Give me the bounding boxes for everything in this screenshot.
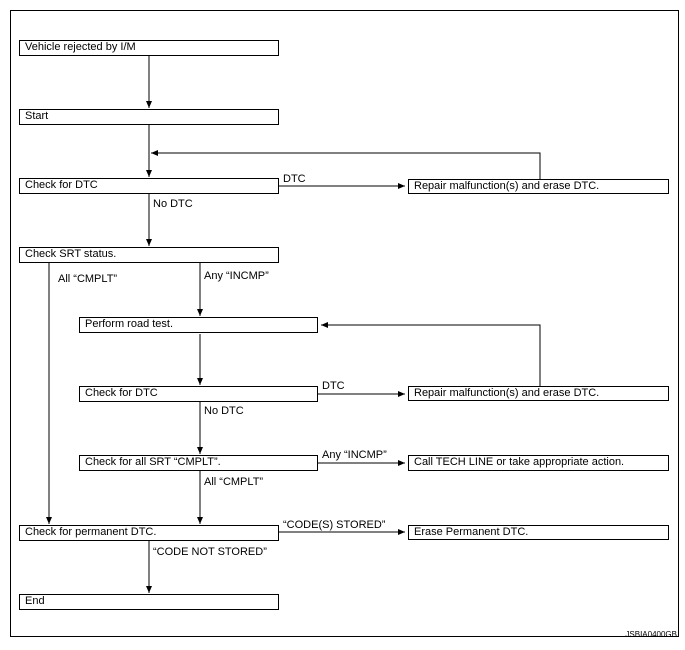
label-dtc-1: DTC [283,173,306,185]
diagram-frame [10,10,679,637]
box-repair-1: Repair malfunction(s) and erase DTC. [408,179,669,194]
box-vehicle-rejected: Vehicle rejected by I/M [19,40,279,56]
arrow-repair-loop-1 [151,150,541,179]
label-any-incmp-1: Any “INCMP” [204,270,269,282]
label-all-cmplt-1: All “CMPLT” [58,273,118,285]
box-road-test: Perform road test. [79,317,318,333]
box-erase-permanent-dtc: Erase Permanent DTC. [408,525,669,540]
box-repair-2: Repair malfunction(s) and erase DTC. [408,386,669,401]
label-code-not-stored: “CODE NOT STORED” [153,546,267,558]
label-any-incmp-2: Any “INCMP” [322,449,387,461]
figure-id: JSBIA0400GB [625,630,677,639]
box-start: Start [19,109,279,125]
label-dtc-2: DTC [322,380,345,392]
box-check-all-srt: Check for all SRT “CMPLT”. [79,455,318,471]
box-end: End [19,594,279,610]
box-check-permanent-dtc: Check for permanent DTC. [19,525,279,541]
label-no-dtc-2: No DTC [204,405,244,417]
label-no-dtc-1: No DTC [153,198,193,210]
label-code-stored: “CODE(S) STORED” [283,519,386,531]
label-all-cmplt-2: All “CMPLT” [204,476,264,488]
box-check-dtc-2: Check for DTC [79,386,318,402]
box-tech-line: Call TECH LINE or take appropriate actio… [408,455,669,471]
arrow-repair-loop-2 [321,322,541,386]
box-check-srt: Check SRT status. [19,247,279,263]
box-check-dtc-1: Check for DTC [19,178,279,194]
